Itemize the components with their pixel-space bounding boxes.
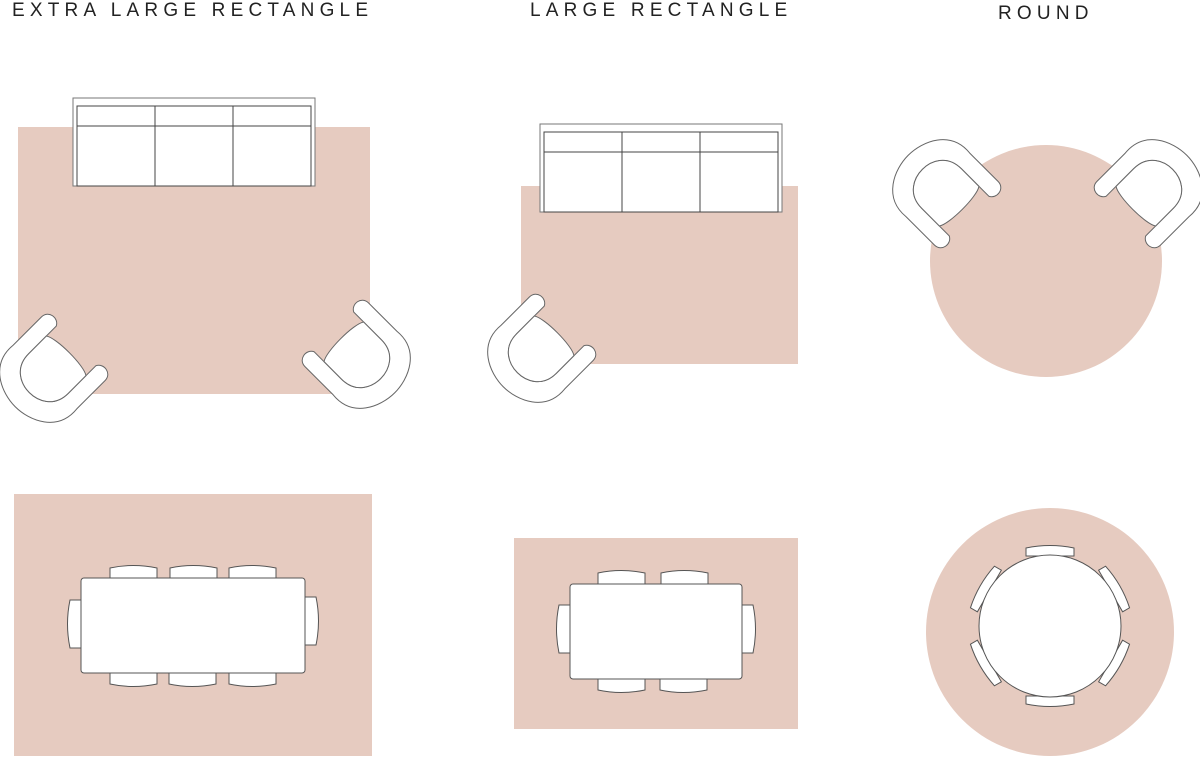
living-round-layout	[875, 122, 1200, 377]
dining-table-rectangular	[569, 583, 743, 680]
dining-chairs	[969, 545, 1131, 707]
sofa-icon	[72, 97, 316, 187]
sofa-icon	[539, 123, 783, 213]
dining-table-rectangular	[80, 577, 306, 674]
column-title-round: ROUND	[998, 3, 1094, 24]
dining-xl-rect-layout	[14, 494, 372, 756]
dining-chairs	[67, 565, 319, 687]
dining-chairs	[556, 570, 756, 693]
column-title-large-rectangle: LARGE RECTANGLE	[530, 0, 793, 21]
dining-table-round	[978, 554, 1122, 698]
rug-large-rectangle	[521, 186, 798, 364]
dining-large-rect-layout	[514, 538, 798, 729]
living-xl-rect-layout	[0, 97, 428, 440]
living-large-rect-layout	[470, 123, 798, 420]
dining-round-layout	[926, 508, 1174, 756]
column-title-extra-large-rectangle: EXTRA LARGE RECTANGLE	[12, 0, 374, 21]
rug-round	[930, 145, 1162, 377]
